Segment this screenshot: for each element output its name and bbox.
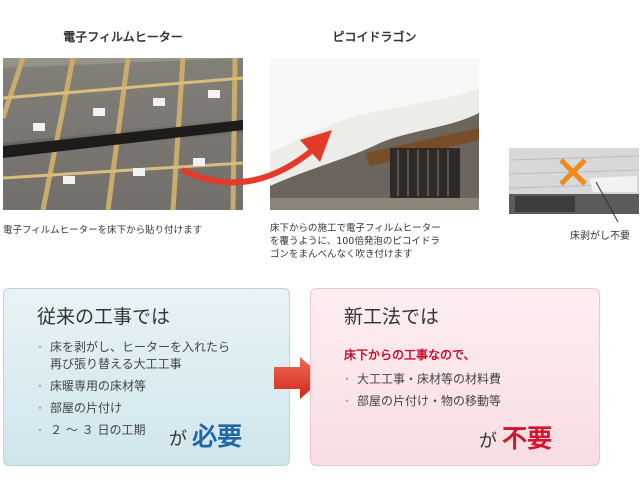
list-item: ・床を剥がし、ヒーターを入れたら	[34, 340, 231, 354]
conventional-list: ・床を剥がし、ヒーターを入れたら 再び張り替える大工工事 ・床暖専用の床材等 ・…	[34, 339, 284, 439]
conventional-verdict: が 必要	[169, 417, 242, 453]
conventional-title: 従来の工事では	[37, 306, 171, 328]
new-method-verdict: が 不要	[479, 419, 552, 455]
new-method-list: ・大工工事・床材等の材料費 ・部屋の片付け・物の移動等	[341, 371, 591, 410]
verdict-required: 必要	[192, 422, 243, 451]
foam-spray-photo	[270, 58, 479, 210]
verdict-unnecessary: 不要	[502, 424, 553, 453]
photo3-caption: 床剥がし不要	[570, 231, 630, 242]
cross-icon	[559, 158, 587, 186]
pointer-line-icon	[595, 181, 619, 223]
conventional-panel: 従来の工事では ・床を剥がし、ヒーターを入れたら 再び張り替える大工工事 ・床暖…	[3, 288, 290, 466]
curved-arrow-icon	[180, 130, 332, 186]
photo1-title: 電子フィルムヒーター	[63, 30, 183, 44]
new-method-lead: 床下からの工事なので、	[344, 348, 476, 362]
new-method-panel: 新工法では 床下からの工事なので、 ・大工工事・床材等の材料費 ・部屋の片付け・…	[310, 288, 600, 466]
photo2-caption: 床下からの施工で電子フィルムヒーター を覆うように、100倍発泡のピコイドラ ゴ…	[270, 222, 485, 261]
photo2-title: ピコイドラゴン	[332, 30, 417, 44]
photo2-caption-line: 床下からの施工で電子フィルムヒーター	[270, 223, 441, 234]
photo2-caption-line: ゴンをまんべんなく吹き付けます	[270, 249, 413, 260]
new-method-title: 新工法では	[344, 306, 440, 328]
list-item: ・２ ～ ３ 日の工期	[34, 423, 146, 437]
list-item: ・部屋の片付け・物の移動等	[341, 394, 502, 408]
floor-photo	[509, 148, 639, 214]
list-item: ・大工工事・床材等の材料費	[341, 372, 502, 386]
ga-text: が	[479, 431, 497, 452]
list-item: 再び張り替える大工工事	[50, 357, 182, 371]
list-item: ・床暖専用の床材等	[34, 379, 147, 393]
film-heater-photo	[3, 58, 243, 210]
ga-text: が	[169, 429, 187, 450]
photo1-caption: 電子フィルムヒーターを床下から貼り付けます	[3, 225, 203, 236]
photo2-caption-line: を覆うように、100倍発泡のピコイドラ	[270, 236, 440, 247]
list-item: ・部屋の片付け	[34, 401, 123, 415]
